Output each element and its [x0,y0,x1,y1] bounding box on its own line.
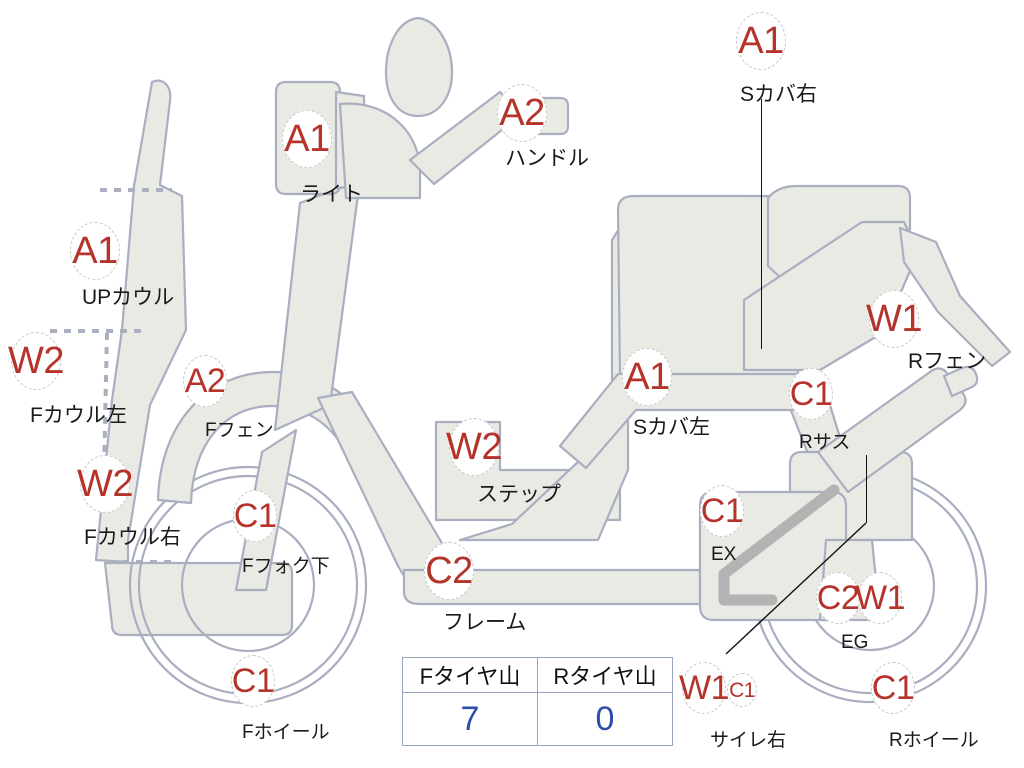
tire-table-header-front: Fタイヤ山 [402,657,538,693]
grade-badge-up-cowl[interactable]: A1 [70,222,120,280]
part-label-handle: ハンドル [505,147,589,170]
part-label-silencer-r2: サイレ右 [710,730,787,751]
grade-badge-light[interactable]: A1 [282,110,332,168]
part-label-f-fender: Fフェン [205,420,274,441]
part-label-f-fork-lower: Fフォク下 [242,556,330,577]
shape-silencer-tip [942,365,979,398]
grade-badge-s-cover-l[interactable]: A1 [622,348,672,406]
grade-badge-f-cowl-l[interactable]: W2 [8,332,65,390]
grade-badge-s-cover-r[interactable]: A1 [736,12,786,70]
grade-badge-f-fender[interactable]: A2 [183,355,227,407]
grade-badge-f-wheel[interactable]: C1 [231,655,275,707]
part-label-exhaust: EX [711,544,737,565]
tire-table-value-front: 7 [402,692,538,746]
grade-badge-silencer-r2[interactable]: C1 [727,673,757,707]
tire-table-header-row: Fタイヤ山 Rタイヤ山 [402,657,673,693]
part-label-f-wheel: Fホイール [242,722,330,743]
leader-line-s-cover-right [761,99,763,349]
shape-r-fender [898,226,1012,368]
shape-meter [384,16,454,118]
grade-badge-engine-w1[interactable]: W1 [855,572,906,624]
tire-tread-table: Fタイヤ山 Rタイヤ山 7 0 [402,657,673,746]
tire-table-value-rear: 0 [537,692,673,746]
grade-badge-r-suspension[interactable]: C1 [789,368,833,420]
grade-badge-f-fork-lower[interactable]: C1 [233,490,277,542]
shape-frame-rail [402,568,702,606]
part-label-s-cover-l: Sカバ左 [633,416,711,439]
divider-cowl-vert [102,332,109,471]
grade-badge-step[interactable]: W2 [446,418,503,476]
leader-line-r-suspension [866,455,868,523]
part-label-step: ステップ [477,483,561,506]
part-label-frame: フレーム [443,611,527,634]
part-label-r-fender: Rフェン [908,350,987,373]
part-label-r-suspension: Rサス [799,432,851,453]
part-label-f-cowl-l: Fカウル左 [30,404,127,427]
part-label-r-wheel: Rホイール [889,730,979,751]
part-label-up-cowl: UPカウル [82,286,175,309]
grade-badge-r-wheel[interactable]: C1 [871,662,915,714]
grade-badge-r-fender[interactable]: W1 [866,290,923,348]
tire-table-value-row: 7 0 [402,692,673,746]
grade-badge-exhaust[interactable]: C1 [700,485,744,537]
grade-badge-silencer-r[interactable]: W1 [679,662,730,714]
grade-badge-engine-c2[interactable]: C2 [816,572,860,624]
tire-table-header-rear: Rタイヤ山 [537,657,673,693]
part-label-light: ライト [300,183,363,206]
part-label-engine-w1: EG [841,632,869,653]
grade-badge-frame[interactable]: C2 [424,542,474,600]
grade-badge-f-cowl-r[interactable]: W2 [77,455,134,513]
part-label-f-cowl-r: Fカウル右 [84,526,181,549]
part-label-s-cover-r: Sカバ右 [740,83,818,106]
grade-badge-handle[interactable]: A2 [497,84,547,142]
